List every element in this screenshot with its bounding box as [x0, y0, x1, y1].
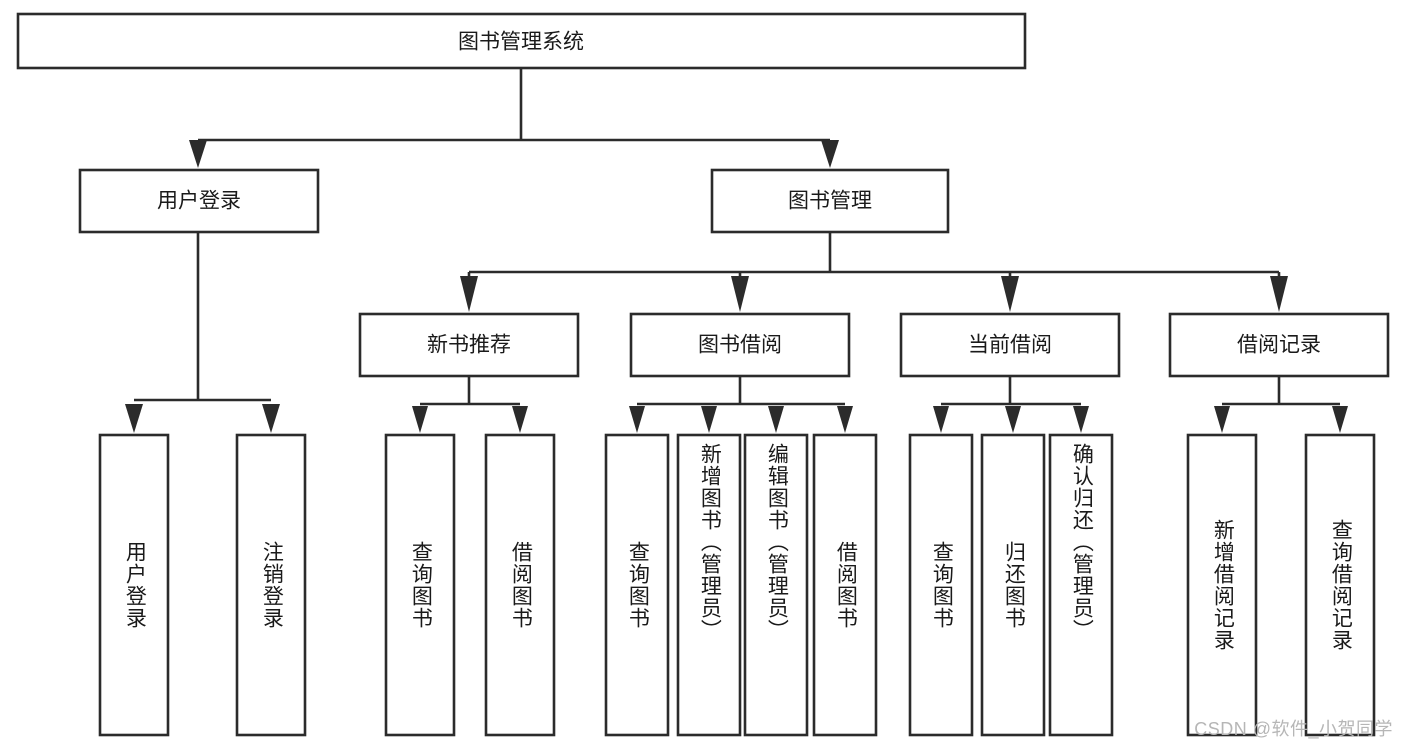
arrowhead-current-borrow	[1001, 276, 1019, 312]
arrowhead-query-book-1	[412, 406, 428, 433]
node-borrow-records[interactable]: 借阅记录	[1168, 312, 1390, 378]
leaf-box-return-book[interactable]	[980, 433, 1046, 737]
node-borrow-records-box[interactable]	[1168, 312, 1390, 378]
node-user-login-label: 用户登录	[157, 190, 241, 213]
leaf-box-borrow-book-1[interactable]	[484, 433, 556, 737]
arrowhead-add-borrow-record	[1214, 406, 1230, 433]
node-root-label: 图书管理系统	[458, 31, 584, 54]
leaf-box-user-logout[interactable]	[235, 433, 307, 737]
arrowhead-return-book	[1005, 406, 1021, 433]
arrowhead-borrow-book-2	[837, 406, 853, 433]
leaf-box-borrow-book-2[interactable]	[812, 433, 878, 737]
arrowhead-book-borrow	[731, 276, 749, 312]
node-current-borrow-box[interactable]	[899, 312, 1121, 378]
node-book-management-label: 图书管理	[788, 190, 872, 213]
node-user-login[interactable]: 用户登录	[78, 168, 320, 234]
arrowhead-query-borrow-record	[1332, 406, 1348, 433]
arrowhead-book-management	[821, 140, 839, 168]
leaf-box-query-book-1[interactable]	[384, 433, 456, 737]
csdn-watermark: CSDN @软件_小贺同学	[1194, 719, 1393, 739]
node-book-borrow[interactable]: 图书借阅	[629, 312, 851, 378]
node-book-borrow-label: 图书借阅	[698, 334, 782, 357]
leaf-box-query-book-3[interactable]	[908, 433, 974, 737]
node-new-book-recommend[interactable]: 新书推荐	[358, 312, 580, 378]
node-user-login-box[interactable]	[78, 168, 320, 234]
arrowhead-user-logout	[262, 404, 280, 433]
leaf-box-user-login-do[interactable]	[98, 433, 170, 737]
leaf-box-query-book-2[interactable]	[604, 433, 670, 737]
node-root[interactable]: 图书管理系统	[16, 12, 1027, 70]
arrowhead-add-book-admin	[701, 406, 717, 433]
leaf-box-add-book-admin[interactable]	[676, 433, 742, 737]
arrowhead-borrow-book-1	[512, 406, 528, 433]
leaf-box-edit-book-admin[interactable]	[743, 433, 809, 737]
arrowhead-query-book-2	[629, 406, 645, 433]
node-book-management[interactable]: 图书管理	[710, 168, 950, 234]
leaf-box-confirm-return-admin[interactable]	[1048, 433, 1114, 737]
leaf-box-group	[98, 433, 1376, 737]
node-borrow-records-label: 借阅记录	[1237, 334, 1321, 357]
node-book-borrow-box[interactable]	[629, 312, 851, 378]
arrowhead-user-login-do	[125, 404, 143, 433]
arrowhead-user-login	[189, 140, 207, 168]
node-current-borrow-label: 当前借阅	[968, 334, 1052, 357]
node-new-book-recommend-label: 新书推荐	[427, 334, 511, 357]
arrowhead-edit-book-admin	[768, 406, 784, 433]
leaf-box-add-borrow-record[interactable]	[1186, 433, 1258, 737]
node-root-box[interactable]	[16, 12, 1027, 70]
connector-group	[125, 68, 1348, 433]
arrowhead-query-book-3	[933, 406, 949, 433]
node-new-book-recommend-box[interactable]	[358, 312, 580, 378]
leaf-box-query-borrow-record[interactable]	[1304, 433, 1376, 737]
node-book-management-box[interactable]	[710, 168, 950, 234]
arrowhead-confirm-return-admin	[1073, 406, 1089, 433]
arrowhead-new-book-recommend	[460, 276, 478, 312]
arrowhead-borrow-records	[1270, 276, 1288, 312]
node-current-borrow[interactable]: 当前借阅	[899, 312, 1121, 378]
